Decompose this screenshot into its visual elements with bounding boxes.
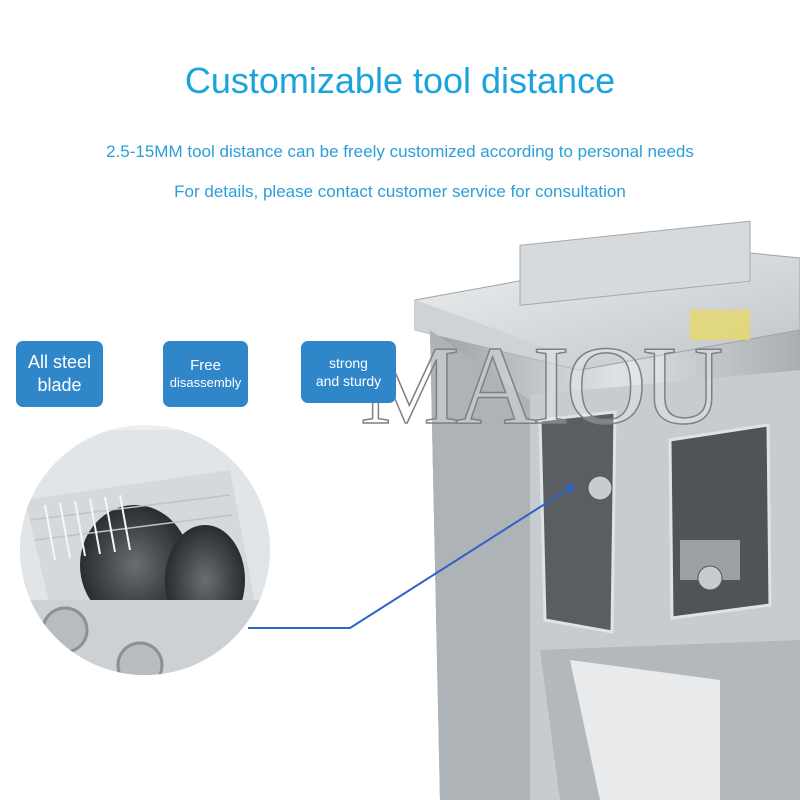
feature-badge-disassembly: Free disassembly — [163, 341, 248, 407]
feature-badge-line: Free — [190, 356, 221, 374]
feature-badge-line: and sturdy — [315, 373, 382, 389]
machine-body — [414, 220, 800, 800]
blade-closeup — [20, 425, 270, 675]
feature-badge-sturdy: strong and sturdy — [301, 341, 396, 403]
subtitle-line-1: 2.5-15MM tool distance can be freely cus… — [106, 142, 694, 161]
feature-badge-line: blade — [37, 375, 82, 395]
page-title: Customizable tool distance — [184, 60, 616, 101]
feature-badge-line: strong — [329, 354, 368, 371]
watermark: MAIOU — [359, 323, 724, 449]
pointer-line-icon — [248, 484, 574, 629]
subtitle-line-2: For details, please contact customer ser… — [174, 182, 626, 201]
feature-badge-line: All steel — [27, 351, 92, 372]
feature-badge-line: disassembly — [169, 375, 242, 391]
feature-badge-steel-blade: All steel blade — [16, 341, 103, 407]
